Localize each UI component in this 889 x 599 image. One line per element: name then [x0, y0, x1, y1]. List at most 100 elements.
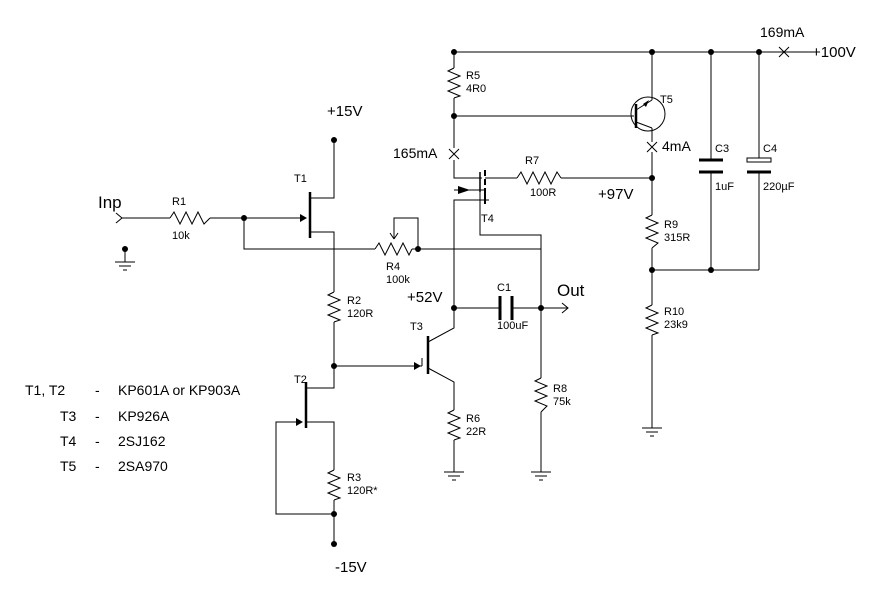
- t2-ref: T2: [294, 374, 307, 386]
- parts-list-row: T4 - 2SJ162: [60, 433, 166, 449]
- wire-t4-gate: [479, 192, 542, 308]
- resistor-r8: [533, 377, 549, 413]
- r9-ref: R9: [664, 219, 678, 231]
- resistor-r6: [446, 409, 462, 441]
- r10-value: 23k9: [664, 319, 688, 331]
- resistor-r5: [446, 67, 462, 99]
- parts-list-row: T5 - 2SA970: [60, 458, 168, 474]
- r3-ref: R3: [347, 472, 361, 484]
- ground-symbol: [531, 471, 551, 481]
- parts-list-refs: T4: [60, 433, 77, 449]
- wire-r4: [243, 218, 541, 250]
- current-mark-169: [778, 46, 790, 58]
- terminals: [115, 46, 790, 547]
- resistor-r9: [644, 214, 660, 249]
- c3-ref: C3: [715, 143, 729, 155]
- input-arrow: [115, 212, 123, 224]
- rail-label-neg15: -15V: [335, 559, 367, 576]
- wire-t3-collector: [427, 308, 455, 343]
- output-label: Out: [557, 281, 585, 300]
- r6-value: 22R: [466, 426, 486, 438]
- rail-label-pos100: +100V: [812, 44, 856, 61]
- parts-list-row: T1, T2 - KP601A or KP903A: [25, 382, 241, 398]
- parts-list-dash: -: [95, 433, 100, 449]
- input-label: Inp: [98, 193, 122, 212]
- r2-ref: R2: [347, 295, 361, 307]
- t5-ref: T5: [660, 94, 673, 106]
- parts-list-refs: T5: [60, 458, 77, 474]
- parts-list-refs: T3: [60, 408, 77, 424]
- ground-symbol: [115, 261, 135, 271]
- parts-list-refs: T1, T2: [25, 382, 65, 398]
- rail-label-pos15: +15V: [327, 103, 362, 120]
- r5-value: 4R0: [466, 83, 486, 95]
- parts-list-part: KP601A or KP903A: [118, 382, 241, 398]
- c3-value: 1uF: [715, 181, 734, 193]
- transistor-t5: [630, 96, 666, 132]
- r4-value: 100k: [386, 274, 410, 286]
- resistor-r3: [326, 469, 342, 501]
- wire-r6: [427, 367, 455, 472]
- r6-ref: R6: [466, 413, 480, 425]
- transistor-t1: [300, 192, 312, 238]
- parts-list-dash: -: [95, 382, 100, 398]
- output-arrow: [561, 302, 569, 314]
- parts-list-dash: -: [95, 408, 100, 424]
- t3-ref: T3: [410, 321, 423, 333]
- terminal-input-ground: [122, 246, 128, 252]
- resistor-r10: [644, 304, 660, 336]
- current-mark-4: [646, 141, 658, 153]
- ground-symbol: [642, 427, 662, 437]
- resistor-r4: [374, 241, 413, 257]
- r2-value: 120R: [347, 308, 373, 320]
- r3-value: 120R*: [347, 485, 378, 497]
- r7-ref: R7: [525, 155, 539, 167]
- node-label-52v: +52V: [407, 289, 442, 306]
- capacitor-c1: [498, 296, 520, 320]
- wire-t1-drain: [310, 140, 335, 199]
- labels: +15V -15V +100V +97V +52V 169mA 165mA 4m…: [98, 24, 856, 576]
- resistor-r2: [326, 291, 342, 323]
- capacitors: [498, 157, 772, 320]
- current-label-165ma: 165mA: [393, 145, 438, 161]
- t1-ref: T1: [294, 173, 307, 185]
- r10-ref: R10: [664, 306, 684, 318]
- resistors: [169, 67, 660, 501]
- c4-ref: C4: [763, 143, 777, 155]
- c4-value: 220µF: [763, 181, 795, 193]
- capacitor-c3: [699, 158, 723, 174]
- transistor-t4: [454, 170, 489, 204]
- parts-list-part: 2SA970: [118, 458, 168, 474]
- resistor-r7: [516, 170, 562, 186]
- wire-r4-wiper: [393, 217, 419, 249]
- wire-t2-gate-loop: [275, 421, 334, 515]
- ground-symbol: [444, 471, 464, 481]
- r1-value: 10k: [172, 230, 190, 242]
- r4-ref: R4: [386, 261, 400, 273]
- c1-ref: C1: [497, 282, 511, 294]
- r1-ref: R1: [172, 196, 186, 208]
- r9-value: 315R: [664, 232, 690, 244]
- current-label-4ma: 4mA: [662, 138, 691, 154]
- c1-value: 100uF: [497, 320, 528, 332]
- wire-t4-source: [453, 199, 489, 308]
- parts-list-dash: -: [95, 458, 100, 474]
- capacitor-c4: [746, 157, 772, 174]
- current-label-169ma: 169mA: [760, 24, 805, 40]
- r7-value: 100R: [530, 187, 556, 199]
- resistor-r1: [169, 210, 211, 226]
- r8-ref: R8: [553, 383, 567, 395]
- r4-wiper-arrow: [389, 232, 399, 240]
- transistor-t2: [276, 382, 308, 428]
- parts-list-part: KP926A: [118, 408, 170, 424]
- transistors: [276, 96, 666, 428]
- wires: [122, 51, 815, 544]
- grounds: [115, 261, 662, 481]
- wire-r2: [310, 231, 335, 366]
- r8-value: 75k: [553, 396, 571, 408]
- current-mark-165: [448, 148, 460, 160]
- parts-list-row: T3 - KP926A: [60, 408, 170, 424]
- node-label-97v: +97V: [598, 186, 633, 203]
- t4-ref: T4: [481, 213, 494, 225]
